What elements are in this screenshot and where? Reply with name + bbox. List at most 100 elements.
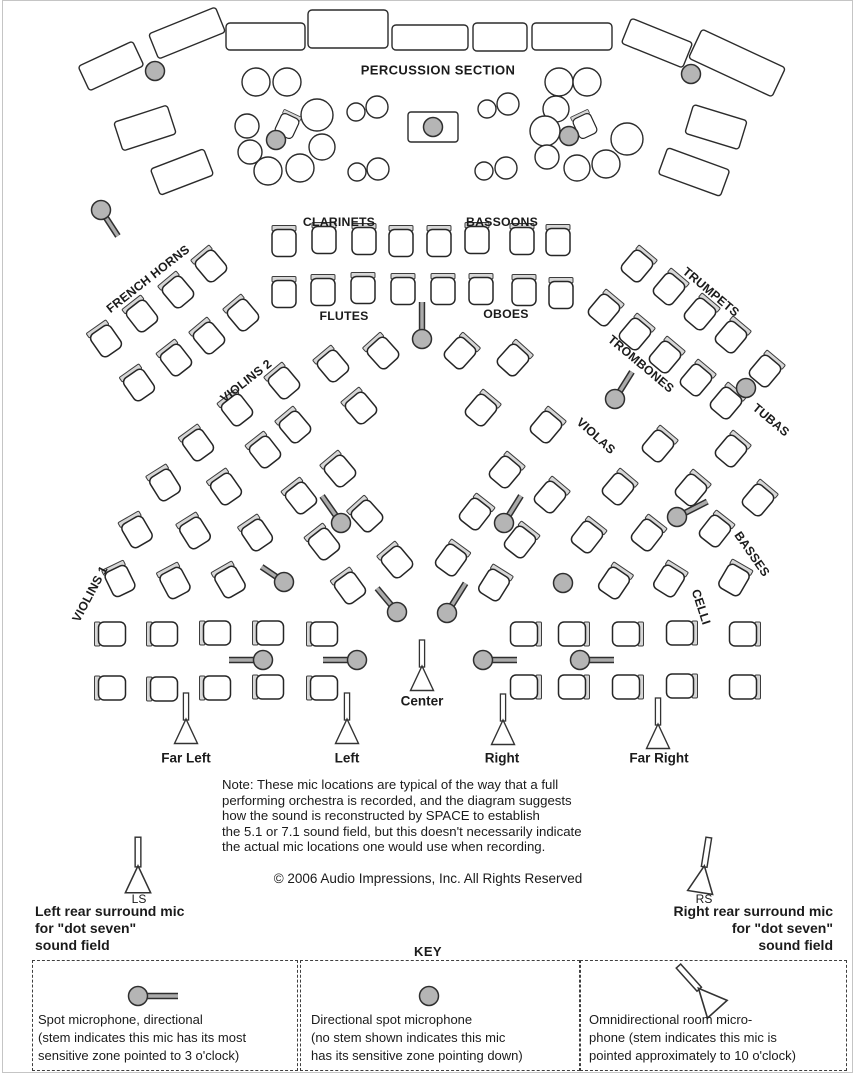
percussion-drum [285,153,315,183]
rs-label: RS [695,892,713,906]
note-line: how the sound is reconstructed by SPACE … [222,808,540,823]
chair-seat [248,435,282,469]
chair-seat [122,368,156,402]
chair [252,674,285,700]
chair [156,561,191,600]
percussion-drum [534,144,560,170]
chair [620,244,658,283]
spot-mic [411,302,433,350]
chair [468,273,494,306]
chair [464,388,502,427]
chair [388,225,414,258]
chair [728,621,761,647]
key-box-text: Directional spot microphone (no stem sho… [301,1011,523,1064]
chair [351,223,377,256]
chair [222,293,260,332]
chair-seat [477,568,511,602]
chair-seat [148,468,182,502]
chair-seat [683,297,717,331]
omni-mic [686,836,714,896]
chair [458,492,496,531]
chair-seat [443,336,477,370]
chair [533,475,571,514]
percussion-drum [610,122,644,156]
omni-mic-cone [409,664,435,692]
spot-mic-dot [386,601,408,623]
spot-mic [418,985,440,1007]
percussion-table [658,147,730,197]
key-line: phone (stem indicates this mic is [589,1029,777,1045]
right-surround-line: sound field [758,937,833,954]
chair [652,559,689,598]
chair [346,494,384,533]
spot-mic [666,498,709,528]
chair-seat [307,527,341,561]
key-title: KEY [414,944,442,959]
omni-mic-cone [686,864,714,896]
chair-seat [202,675,232,701]
chair-seat [149,676,179,702]
chair-seat [226,298,260,332]
chair [263,361,301,400]
chair-seat [557,621,587,647]
percussion-table [225,22,306,51]
chair-seat [311,225,337,255]
chair-seat [496,343,530,377]
chair-seat [192,321,226,355]
chair [376,540,414,579]
left-surround-line: Left rear surround mic [35,903,185,919]
percussion-drum [477,99,497,119]
key-box-text: Omnidirectional room micro- phone (stem … [581,1011,796,1064]
chair-seat [271,228,297,258]
percussion-table [531,22,613,51]
spot-mic [436,581,469,624]
percussion-table [472,22,528,52]
chair-seat [698,514,732,548]
chair-seat [509,621,539,647]
chair [509,621,542,647]
chair-seat [641,429,675,463]
spot-mic [422,116,444,138]
note-line: performing orchestra is recorded, and th… [222,792,572,808]
chair-seat [601,472,635,506]
chair [340,386,378,425]
chair-seat [468,276,494,306]
spot-mic [569,649,614,671]
chair [548,277,574,310]
chair [329,566,367,605]
chair-seat [709,386,743,420]
chair [557,621,590,647]
chair [464,222,490,255]
chair [718,558,754,597]
key-box-omni-room: Omnidirectional room micro- phone (stem … [580,960,847,1071]
mic-label-far-left: Far Left [161,750,211,766]
omni-mic-cone [697,986,729,1020]
chair-seat [125,299,159,333]
spot-mic [680,63,702,85]
spot-mic [493,494,524,534]
spot-mic-dot [90,199,112,221]
key-line: Omnidirectional room micro- [589,1012,753,1027]
chair [157,270,195,309]
spot-mic-dot [436,602,458,624]
chair-seat [665,673,695,699]
percussion-drum [563,154,591,182]
chair [94,675,127,701]
omni-mic [490,693,516,746]
spot-mic [229,649,274,671]
chair-seat [533,480,567,514]
spot-mic [558,125,580,147]
spot-mic-dot [127,985,149,1007]
chair [611,674,644,700]
spot-mic-dot [552,572,574,594]
section-label-bassoons: BASSOONS [466,215,538,229]
percussion-table [688,29,786,97]
key-line: Directional spot microphone [311,1012,473,1027]
spot-mic-dot [144,60,166,82]
omni-mic-stem [343,692,351,721]
chair-seat [351,226,377,256]
note-line: Note: These mic locations are typical of… [222,777,559,792]
chair [728,674,761,700]
spot-mic-dot [273,571,295,593]
